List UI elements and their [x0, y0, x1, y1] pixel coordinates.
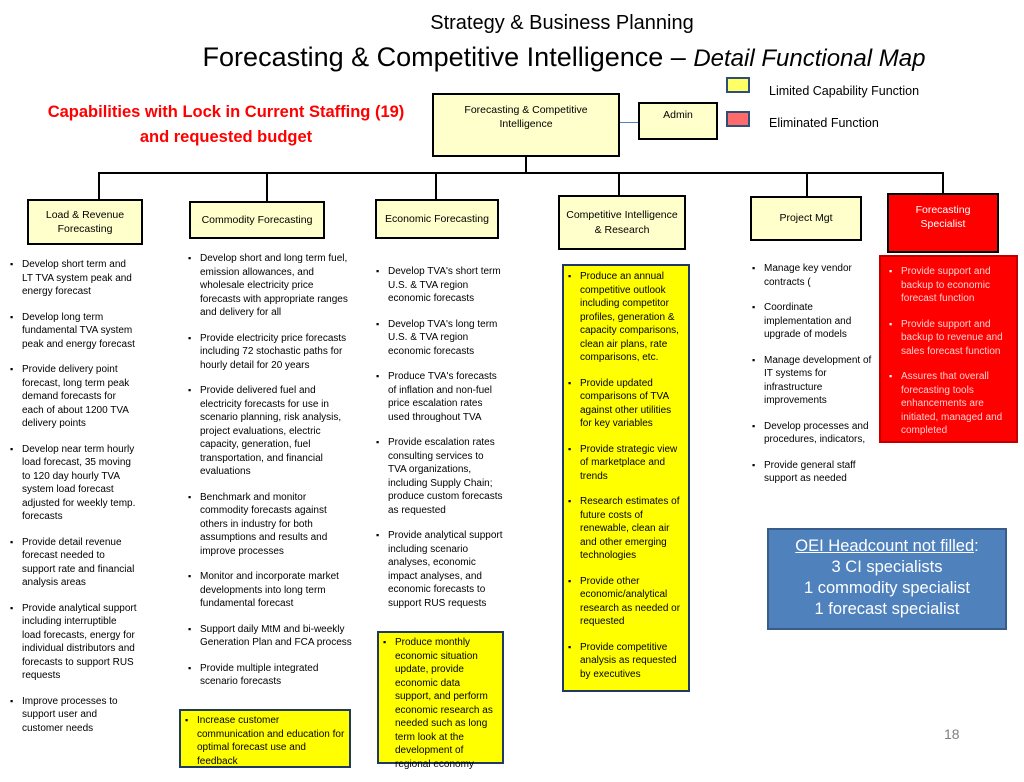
list-item: Provide electricity price forecasts incl… [188, 332, 354, 373]
admin-box: Admin [638, 102, 718, 140]
highlight-box-economic: Produce monthly economic situation updat… [377, 631, 504, 770]
list-item: Provide general staff support as needed [752, 459, 872, 486]
list-item: Monitor and incorporate market developme… [188, 570, 354, 611]
list-item: Benchmark and monitor commodity forecast… [188, 491, 354, 559]
branch-connector [98, 172, 943, 174]
bullet-list-economic: Develop TVA's short term U.S. & TVA regi… [376, 265, 504, 622]
list-item: Provide strategic view of marketplace an… [568, 443, 684, 484]
list-item: Develop short and long term fuel, emissi… [188, 252, 354, 320]
drop-connector-2 [266, 172, 268, 201]
list-item: Develop near term hourly load forecast, … [10, 443, 138, 524]
drop-connector-1 [98, 172, 100, 200]
function-box-competitive-intel: Competitive Intelligence & Research [558, 195, 686, 250]
legend-label-eliminated: Eliminated Function [769, 116, 879, 130]
list-item: Coordinate implementation and upgrade of… [752, 301, 872, 342]
list-item: Provide delivered fuel and electricity f… [188, 384, 354, 479]
capabilities-note-line1: Capabilities with Lock in Current Staffi… [47, 103, 405, 121]
list-item: Provide analytical support including sce… [376, 529, 504, 610]
list-item: Develop processes and procedures, indica… [752, 420, 872, 447]
function-box-commodity: Commodity Forecasting [189, 201, 325, 239]
list-item: Assures that overall forecasting tools e… [889, 370, 1008, 438]
capabilities-note-line2: and requested budget [139, 127, 313, 146]
list-item: Provide other economic/analytical resear… [568, 575, 684, 629]
slide-title-italic: Detail Functional Map [693, 45, 926, 72]
drop-connector-5 [806, 172, 808, 197]
list-item: Produce TVA's forecasts of inflation and… [376, 370, 504, 424]
list-item: Provide support and backup to revenue an… [889, 318, 1008, 359]
list-item: Provide delivery point forecast, long te… [10, 363, 138, 431]
legend-swatch-eliminated [726, 111, 750, 127]
slide-supertitle: Strategy & Business Planning [430, 12, 694, 34]
trunk-connector [525, 157, 527, 173]
list-item: Develop TVA's short term U.S. & TVA regi… [376, 265, 504, 306]
slide-title: Forecasting & Competitive Intelligence –… [0, 42, 1024, 73]
list-item: Produce an annual competitive outlook in… [568, 270, 684, 365]
drop-connector-3 [435, 172, 437, 200]
list-item: Manage key vendor contracts ( [752, 262, 872, 289]
list-item: Develop short term and LT TVA system pea… [10, 258, 138, 299]
bullet-list-project-mgt: Manage key vendor contracts ( Coordinate… [752, 262, 872, 498]
list-item: Provide escalation rates consulting serv… [376, 436, 504, 517]
function-box-project-mgt: Project Mgt [750, 196, 862, 241]
list-item: Research estimates of future costs of re… [568, 495, 684, 563]
function-box-forecasting-specialist: Forecasting Specialist [887, 193, 999, 253]
oei-headcount-line: 1 commodity specialist [804, 579, 970, 597]
top-function-box: Forecasting & Competitive Intelligence [432, 93, 620, 157]
list-item: Provide analytical support including int… [10, 602, 138, 683]
drop-connector-6 [942, 172, 944, 194]
list-item: Develop long term fundamental TVA system… [10, 311, 138, 352]
list-item: Develop TVA's long term U.S. & TVA regio… [376, 318, 504, 359]
list-item: Support daily MtM and bi-weekly Generati… [188, 623, 354, 650]
list-item: Produce monthly economic situation updat… [383, 636, 498, 771]
oei-headcount-title: OEI Headcount not filled: [795, 537, 979, 555]
list-item: Increase customer communication and educ… [185, 714, 345, 768]
oei-headcount-line: 3 CI specialists [831, 558, 943, 576]
legend-swatch-limited [726, 77, 750, 93]
list-item: Provide support and backup to economic f… [889, 265, 1008, 306]
bullet-list-commodity: Develop short and long term fuel, emissi… [188, 252, 354, 701]
highlight-box-commodity: Increase customer communication and educ… [179, 709, 351, 768]
admin-connector [620, 122, 638, 123]
oei-headcount-line: 1 forecast specialist [814, 600, 960, 618]
slide-title-main: Forecasting & Competitive Intelligence – [202, 42, 686, 72]
list-item: Manage development of IT systems for inf… [752, 354, 872, 408]
function-box-economic: Economic Forecasting [375, 199, 499, 239]
list-item: Improve processes to support user and cu… [10, 695, 138, 736]
capabilities-note: Capabilities with Lock in Current Staffi… [32, 100, 420, 150]
bullet-list-load-revenue: Develop short term and LT TVA system pea… [10, 258, 138, 747]
oei-headcount-box: OEI Headcount not filled: 3 CI specialis… [767, 528, 1007, 630]
legend-label-limited: Limited Capability Function [769, 84, 920, 98]
function-box-load-revenue: Load & Revenue Forecasting [27, 199, 143, 245]
list-item: Provide updated comparisons of TVA again… [568, 377, 684, 431]
list-item: Provide competitive analysis as requeste… [568, 641, 684, 682]
drop-connector-4 [618, 172, 620, 196]
highlight-box-competitive-intel: Produce an annual competitive outlook in… [562, 264, 690, 692]
page-number: 18 [944, 726, 960, 742]
list-item: Provide multiple integrated scenario for… [188, 662, 354, 689]
list-item: Provide detail revenue forecast needed t… [10, 536, 138, 590]
eliminated-panel-forecasting-specialist: Provide support and backup to economic f… [879, 255, 1018, 443]
